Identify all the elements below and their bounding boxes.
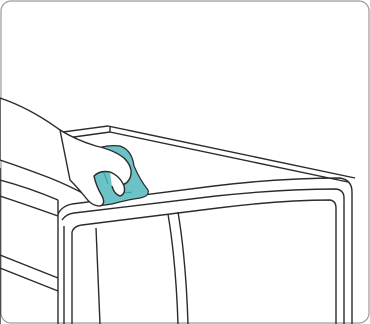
illustration-frame [0,0,370,324]
cleaning-illustration [0,0,370,324]
